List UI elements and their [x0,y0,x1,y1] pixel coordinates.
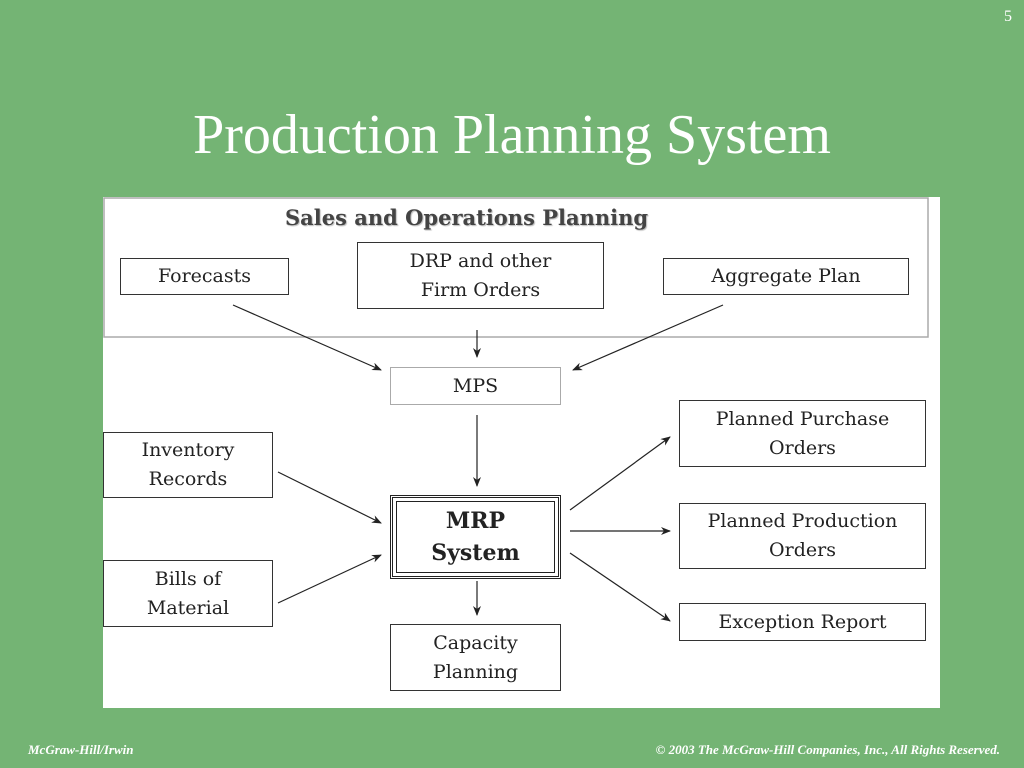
page-number: 5 [1004,8,1012,25]
planned-production-orders-box: Planned Production Orders [679,503,926,569]
arrow-forecasts-to-mps [232,304,382,371]
arrow-mrp-to-purchase-orders [569,436,671,511]
arrow-inventory-to-mrp [277,471,382,524]
planned-purchase-orders-box: Planned Purchase Orders [679,400,926,467]
footer-publisher: McGraw-Hill/Irwin [28,742,134,757]
arrow-bills-to-mrp [277,554,382,604]
region-label: Sales and Operations Planning [285,205,649,230]
forecasts-box: Forecasts [120,258,289,295]
inventory-records-box: Inventory Records [103,432,273,498]
drp-firm-orders-box: DRP and other Firm Orders [357,242,604,309]
footer-copyright: © 2003 The McGraw-Hill Companies, Inc., … [655,742,1000,757]
arrow-mrp-to-exception-report [569,552,671,622]
bills-of-material-box: Bills of Material [103,560,273,627]
exception-report-box: Exception Report [679,603,926,641]
mrp-system-box: MRP System [390,495,561,579]
arrow-aggregate-plan-to-mps [572,304,724,371]
capacity-planning-box: Capacity Planning [390,624,561,691]
mps-box: MPS [390,367,561,405]
aggregate-plan-box: Aggregate Plan [663,258,909,295]
diagram-panel: Sales and Operations Planning Forecasts … [103,197,940,708]
slide-title: Production Planning System [193,104,831,166]
